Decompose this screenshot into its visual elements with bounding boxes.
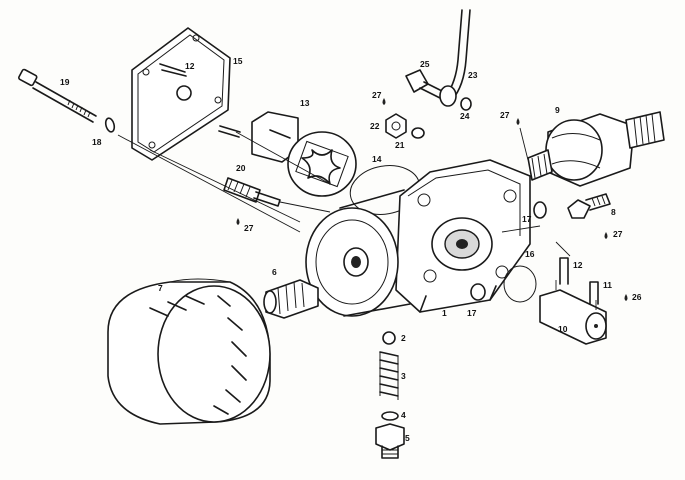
callout-12-lower: 12: [573, 260, 583, 270]
part-12-pin-lower: [559, 257, 569, 285]
callout-3: 3: [401, 371, 406, 381]
callout-25: 25: [420, 59, 430, 69]
callout-17-upper: 17: [522, 214, 532, 224]
callout-19: 19: [60, 77, 70, 87]
callout-27-right: 27: [613, 229, 623, 239]
callout-16: 16: [525, 249, 535, 259]
callout-21: 21: [395, 140, 405, 150]
part-1-filter-housing: [305, 159, 531, 317]
part-11-pin: [589, 281, 599, 305]
callout-27-left: 27: [244, 223, 254, 233]
part-8-fitting: [567, 193, 611, 219]
part-21-washer: [411, 127, 425, 139]
callout-1: 1: [442, 308, 447, 318]
part-4-washer: [381, 411, 399, 421]
part-24-washer: [460, 97, 472, 111]
part-7-oil-filter: [107, 278, 271, 425]
part-3-spring: [379, 351, 399, 400]
part-17-seal-upper: [533, 201, 547, 219]
callout-12-upper: 12: [185, 61, 195, 71]
part-22-nut: [385, 113, 407, 139]
part-17-seal-lower: [470, 283, 486, 301]
part-12-pin-upper: [218, 125, 241, 138]
part-9-sender: [527, 111, 665, 187]
part-27-drop-sender: [516, 118, 520, 125]
part-6-nipple: [263, 279, 319, 319]
callout-14: 14: [372, 154, 382, 164]
callout-27-top: 27: [372, 90, 382, 100]
callout-11: 11: [603, 280, 612, 290]
callout-23: 23: [468, 70, 478, 80]
part-25-banjo-bolt: [405, 69, 457, 107]
callout-9: 9: [555, 105, 560, 115]
callout-7: 7: [158, 283, 163, 293]
callout-10: 10: [558, 324, 568, 334]
part-2-ball: [382, 331, 396, 345]
part-18-washer: [104, 117, 116, 133]
callout-18: 18: [92, 137, 102, 147]
part-27-drop-top: [382, 98, 386, 105]
callout-17-lower: 17: [467, 308, 477, 318]
part-10-block: [539, 280, 607, 345]
part-27-drop-right: [604, 232, 608, 239]
callout-2: 2: [401, 333, 406, 343]
callout-24: 24: [460, 111, 470, 121]
part-20-switch: [223, 177, 281, 207]
part-26-drop: [624, 294, 628, 301]
callout-22: 22: [370, 121, 380, 131]
callout-27-sender: 27: [500, 110, 510, 120]
part-19-bolt: [18, 68, 97, 123]
part-15-cover-plate: [131, 27, 231, 161]
callout-20: 20: [236, 163, 246, 173]
part-16-o-ring: [503, 265, 537, 303]
callout-26: 26: [632, 292, 642, 302]
part-5-plug: [375, 423, 405, 459]
callout-4: 4: [401, 410, 406, 420]
callout-15: 15: [233, 56, 243, 66]
callout-13: 13: [300, 98, 310, 108]
part-27-drop-left: [236, 218, 240, 225]
callout-5: 5: [405, 433, 410, 443]
part-13-pump-rotors: [251, 111, 357, 197]
callout-6: 6: [272, 267, 277, 277]
callout-8: 8: [611, 207, 616, 217]
